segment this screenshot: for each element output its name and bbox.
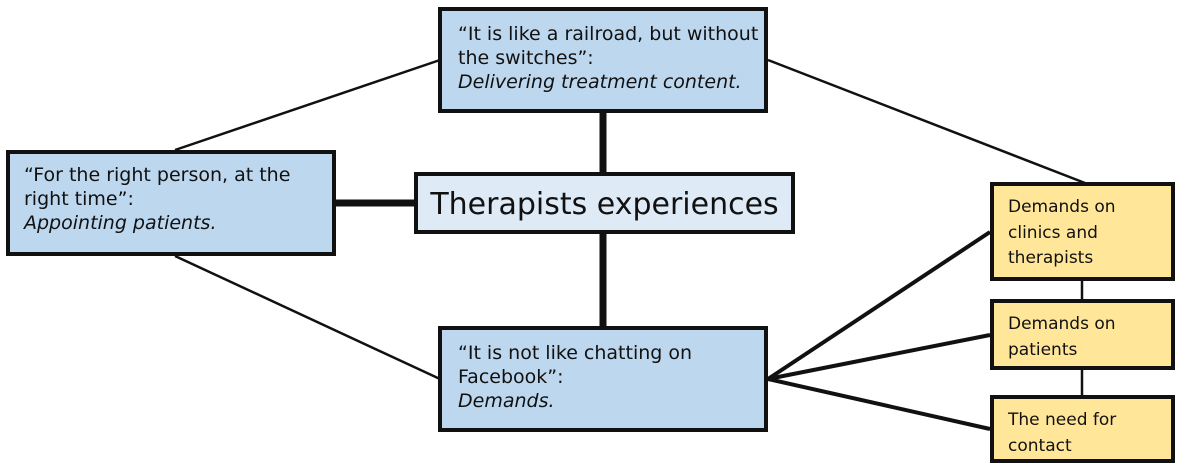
theme-quote: “It is not like chatting on Facebook”: [458,342,693,388]
connector-bottom-y3 [767,377,991,431]
subtheme-text: The need for contact [1008,410,1117,456]
theme-text: “It is like a railroad, but without the … [458,23,764,95]
subtheme-text: Demands on clinics and therapists [1008,197,1116,268]
theme-label: Demands. [458,389,555,412]
connector-top-y1 [767,58,1086,185]
theme-label: Appointing patients. [24,211,217,234]
theme-text: “It is not like chatting on Facebook”: D… [458,342,764,414]
central-theme-box: Therapists experiences [414,172,795,234]
connector-left-top [174,58,441,152]
theme-quote: “It is like a railroad, but without the … [458,23,759,69]
theme-label: Delivering treatment content. [458,70,742,93]
subtheme-box-contact: The need for contact [990,395,1175,463]
theme-quote: “For the right person, at the right time… [24,164,291,210]
connector-left-bottom [174,254,441,381]
subtheme-box-patients: Demands on patients [990,299,1175,370]
connector-bottom-y2 [767,333,991,381]
theme-box-facebook: “It is not like chatting on Facebook”: D… [438,326,768,432]
subtheme-text: Demands on patients [1008,314,1116,360]
subtheme-box-clinics: Demands on clinics and therapists [990,182,1175,281]
theme-box-railroad: “It is like a railroad, but without the … [438,7,768,113]
theme-text: “For the right person, at the right time… [24,164,332,236]
theme-box-right-person: “For the right person, at the right time… [6,150,336,256]
connector-bottom-y1 [766,230,992,381]
central-theme-title: Therapists experiences [430,187,779,222]
